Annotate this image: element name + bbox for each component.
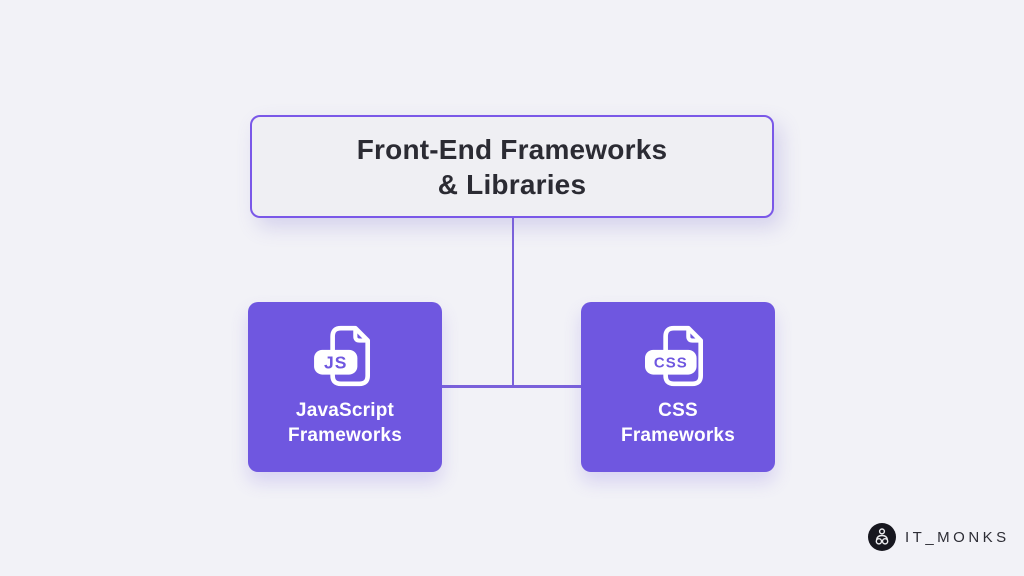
document-fold (353, 326, 370, 343)
css-file-icon: CSS (645, 325, 704, 387)
js-badge-text: JS (324, 352, 348, 372)
document-fold (686, 326, 703, 343)
node-label-javascript-frameworks: JavaScript Frameworks (288, 400, 402, 446)
brand-logo: IT_MONKS (868, 523, 1010, 551)
node-label-css-frameworks: CSS Frameworks (621, 400, 735, 446)
badge-background (314, 349, 358, 375)
root-node-frontend-frameworks: Front-End Frameworks & Libraries (250, 115, 774, 218)
js-file-icon: JS (314, 325, 371, 387)
monk-meditation-icon (868, 523, 896, 551)
connector-vertical-line (511, 218, 514, 387)
badge-background (645, 349, 697, 375)
node-javascript-frameworks: JS JavaScript Frameworks (248, 302, 442, 472)
brand-logo-text: IT_MONKS (905, 528, 1010, 546)
node-css-frameworks: CSS CSS Frameworks (581, 302, 775, 472)
document-outline (663, 325, 704, 387)
css-badge-text: CSS (654, 354, 688, 371)
root-node-title: Front-End Frameworks & Libraries (356, 133, 668, 200)
connector-horizontal-line (442, 385, 582, 388)
document-outline (330, 325, 371, 387)
